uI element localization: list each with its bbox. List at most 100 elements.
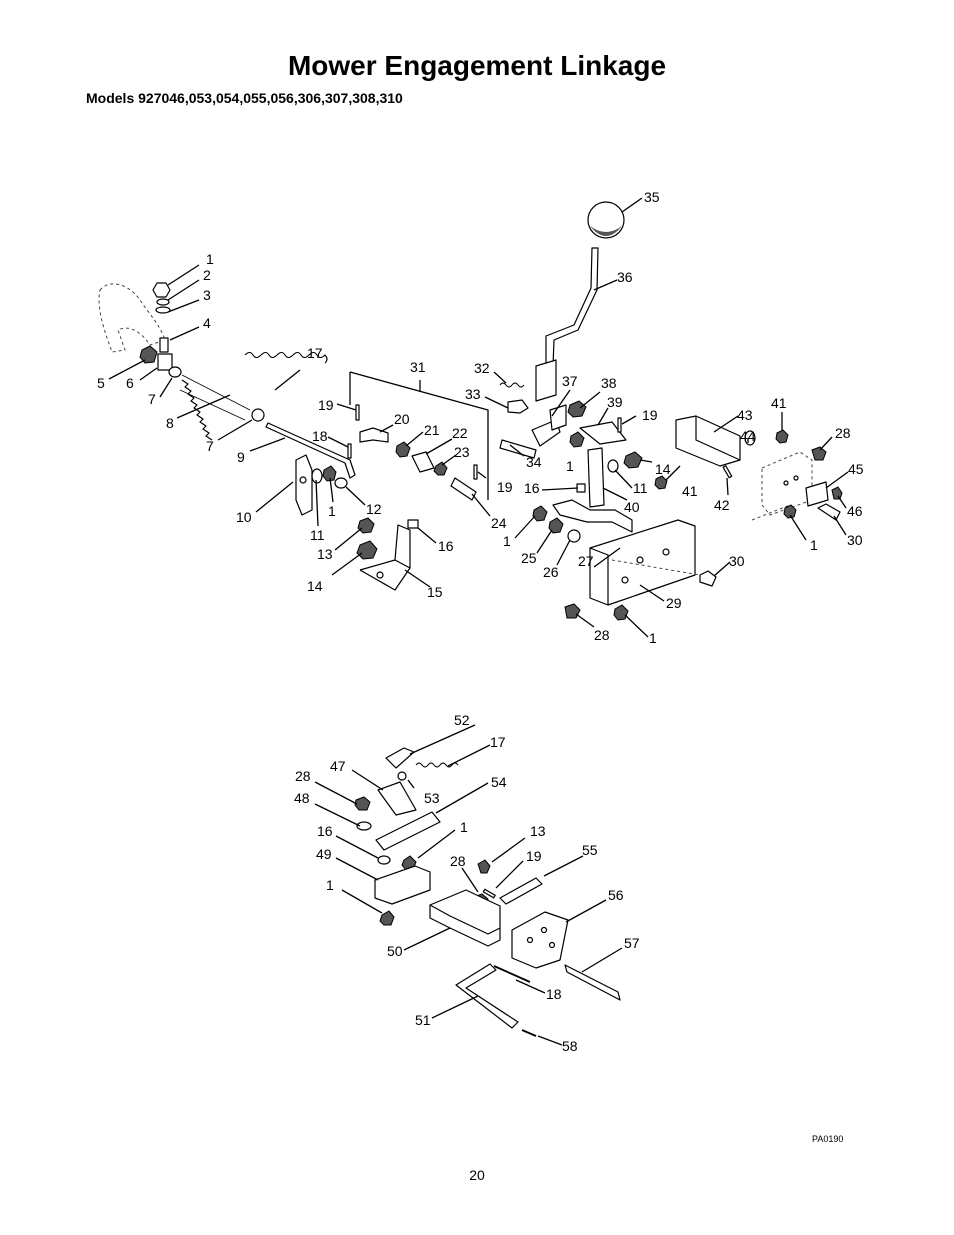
washer xyxy=(251,408,265,422)
top-bracket xyxy=(385,747,415,769)
nut xyxy=(569,431,585,448)
knob-shade xyxy=(590,226,622,236)
lever-bracket xyxy=(535,359,557,402)
callout-1: 1 xyxy=(460,819,468,835)
clevis xyxy=(157,353,173,371)
bolt-head xyxy=(811,446,827,461)
callout-16: 16 xyxy=(317,823,333,839)
callout-37: 37 xyxy=(562,373,578,389)
alignment-line xyxy=(611,559,701,576)
callout-28: 28 xyxy=(594,627,610,643)
callout-18: 18 xyxy=(312,428,328,444)
pivot-plate xyxy=(511,911,569,969)
callout-19: 19 xyxy=(526,848,542,864)
cross-bracket xyxy=(552,499,633,533)
callout-7: 7 xyxy=(206,438,214,454)
connecting-rod xyxy=(564,964,621,1001)
callout-49: 49 xyxy=(316,846,332,862)
callout-41: 41 xyxy=(771,395,787,411)
hole xyxy=(526,936,534,944)
bolt-head xyxy=(354,796,371,811)
bolt-head xyxy=(623,451,643,469)
callout-14: 14 xyxy=(307,578,323,594)
washer xyxy=(377,855,391,865)
pivot-hub xyxy=(549,404,567,431)
callout-16: 16 xyxy=(438,538,454,554)
callout-30: 30 xyxy=(729,553,745,569)
nut xyxy=(548,517,564,534)
small-spring xyxy=(499,382,525,388)
hole xyxy=(793,475,799,481)
callout-16: 16 xyxy=(524,480,540,496)
callout-34: 34 xyxy=(526,454,542,470)
callout-10: 10 xyxy=(236,509,252,525)
callout-1: 1 xyxy=(328,503,336,519)
callout-1: 1 xyxy=(503,533,511,549)
callout-11: 11 xyxy=(633,480,648,496)
callout-24: 24 xyxy=(491,515,507,531)
shift-knob xyxy=(587,201,625,239)
bolt-head xyxy=(654,475,668,490)
arm-bracket xyxy=(587,447,605,508)
callout-27: 27 xyxy=(578,553,594,569)
hole xyxy=(621,576,629,584)
hole xyxy=(376,571,384,579)
extension-spring xyxy=(244,351,328,364)
callout-13: 13 xyxy=(317,546,333,562)
callout-19: 19 xyxy=(318,397,334,413)
callout-45: 45 xyxy=(848,461,864,477)
pivot-frame xyxy=(429,889,501,947)
hole xyxy=(548,941,556,949)
washer xyxy=(567,529,581,543)
callout-38: 38 xyxy=(601,375,617,391)
bolt-head xyxy=(775,429,789,444)
lever-guide xyxy=(675,415,741,467)
nut xyxy=(613,604,629,621)
callout-20: 20 xyxy=(394,411,410,427)
callout-1: 1 xyxy=(649,630,657,646)
pivot-shaft xyxy=(499,439,537,459)
latch-arm xyxy=(377,781,417,816)
page-title: Mower Engagement Linkage xyxy=(287,50,667,81)
link-plate xyxy=(579,421,627,445)
drawing-code: PA0190 xyxy=(812,1134,844,1144)
callout-29: 29 xyxy=(666,595,682,611)
callout-28: 28 xyxy=(835,425,851,441)
nut xyxy=(532,505,548,522)
page-number: 20 xyxy=(469,1167,485,1183)
callout-43: 43 xyxy=(737,407,753,423)
callout-1: 1 xyxy=(566,458,574,474)
callout-40: 40 xyxy=(624,499,640,515)
callout-58: 58 xyxy=(562,1038,578,1054)
nut xyxy=(433,461,448,476)
callout-48: 48 xyxy=(294,790,310,806)
callout-25: 25 xyxy=(521,550,537,566)
cotter-pin xyxy=(482,888,496,899)
callout-47: 47 xyxy=(330,758,346,774)
callout-41: 41 xyxy=(682,483,698,499)
callout-55: 55 xyxy=(582,842,598,858)
washer xyxy=(356,821,372,831)
washer xyxy=(168,366,182,378)
hole xyxy=(783,480,789,486)
callout-13: 13 xyxy=(530,823,546,839)
callout-33: 33 xyxy=(465,386,481,402)
callout-2: 2 xyxy=(203,267,211,283)
callout-23: 23 xyxy=(454,444,470,460)
callout-19: 19 xyxy=(497,479,513,495)
callout-labels: 1 2 3 4 5 6 7 8 7 9 10 11 1 12 13 14 15 … xyxy=(97,189,864,1054)
upper-assembly xyxy=(98,201,843,621)
leader-lines xyxy=(108,197,849,1046)
lower-assembly xyxy=(354,747,621,1037)
hole xyxy=(540,926,548,934)
callout-1: 1 xyxy=(326,877,334,893)
nut xyxy=(567,400,587,418)
small-bracket xyxy=(805,481,829,507)
locknut xyxy=(152,282,171,298)
callout-9: 9 xyxy=(237,449,245,465)
cotter-pin xyxy=(355,404,360,421)
callout-5: 5 xyxy=(97,375,105,391)
control-rod xyxy=(265,422,356,479)
washer xyxy=(311,468,323,484)
angle-bracket xyxy=(359,524,411,591)
